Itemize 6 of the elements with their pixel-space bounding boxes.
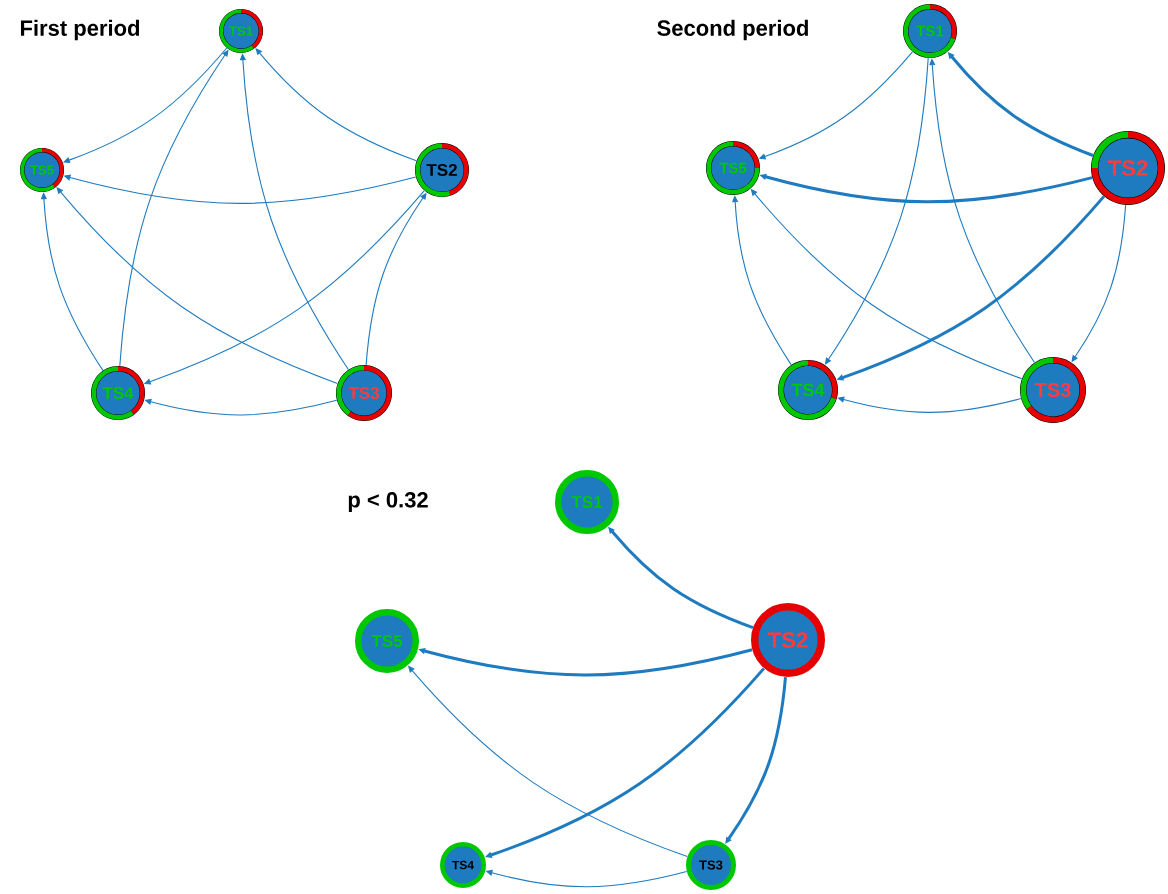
arrow [56, 187, 338, 385]
arrow [837, 396, 1022, 413]
arrow [725, 676, 787, 844]
panel-title: First period [21, 19, 140, 41]
panel-title: p < 0.32 [348, 492, 428, 512]
panel-title: Second period [657, 19, 808, 41]
